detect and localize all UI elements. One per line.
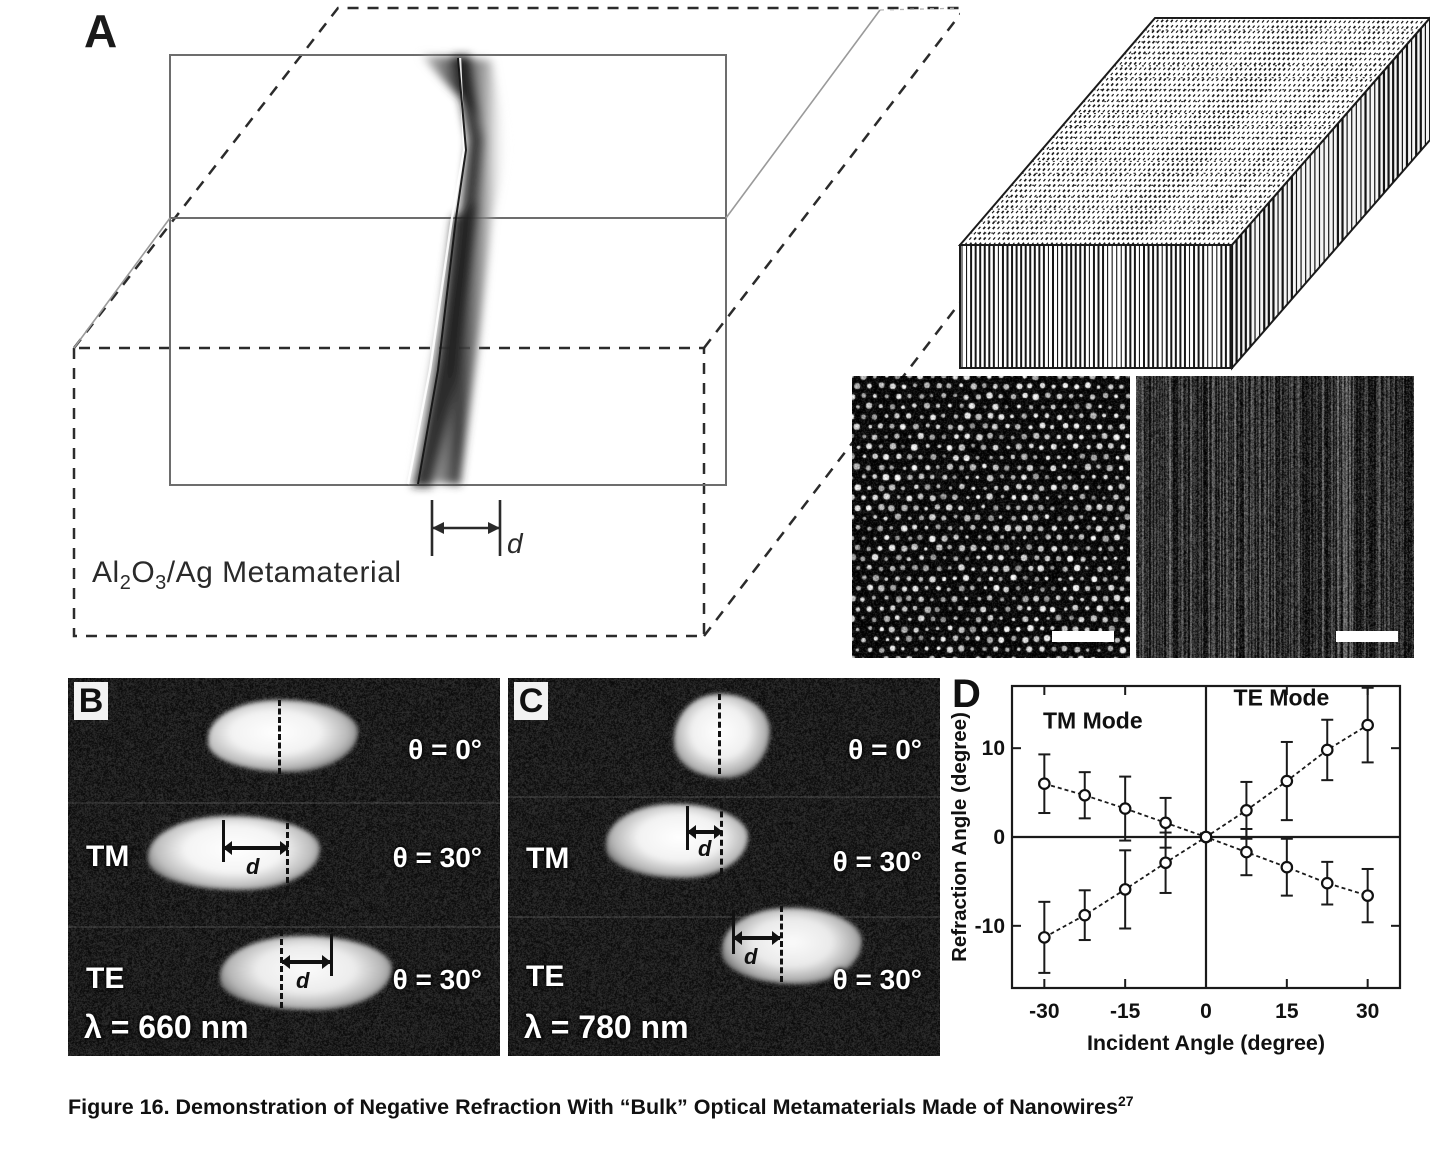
- angle-label: θ = 30°: [832, 964, 922, 995]
- mode-label: TM: [86, 840, 130, 873]
- displacement-line: [330, 934, 333, 976]
- caption-text: Figure 16. Demonstration of Negative Ref…: [68, 1095, 1118, 1120]
- beam-spot: [220, 936, 392, 1010]
- panel-d-letter: D: [952, 672, 981, 716]
- row-divider: [508, 796, 940, 798]
- angle-label: θ = 30°: [392, 842, 482, 873]
- displacement-arrow: [733, 931, 781, 945]
- panel-a-schematic: [72, 6, 960, 638]
- wavelength-label: λ = 780 nm: [524, 1009, 689, 1045]
- reference-line: [718, 694, 721, 774]
- panel-b: B θ = 0° d TM θ = 30° d TE θ = 30° λ = 6…: [68, 678, 500, 1056]
- svg-text:Refraction Angle (degree): Refraction Angle (degree): [948, 712, 971, 962]
- panel-a-letter: A: [84, 5, 118, 57]
- caption-reference: 27: [1117, 1093, 1134, 1109]
- row-divider: [68, 802, 500, 804]
- displacement-label: d: [744, 944, 758, 969]
- beam-spot: [148, 816, 320, 890]
- svg-text:-30: -30: [1029, 1000, 1059, 1023]
- displacement-label: d: [246, 854, 260, 879]
- panel-c-letter: C: [514, 682, 548, 720]
- figure-caption: Figure 16. Demonstration of Negative Ref…: [68, 1092, 1348, 1122]
- displacement-arrow: [281, 955, 331, 969]
- reference-line: [780, 906, 783, 982]
- reference-line: [280, 930, 283, 1008]
- row-divider: [68, 926, 500, 928]
- svg-text:0: 0: [993, 826, 1005, 849]
- angle-label: θ = 30°: [832, 846, 922, 877]
- angle-label: θ = 0°: [848, 734, 922, 765]
- svg-text:-10: -10: [975, 915, 1005, 938]
- wavelength-label: λ = 660 nm: [84, 1009, 249, 1045]
- mode-label: TE: [86, 962, 125, 995]
- reference-line: [278, 700, 281, 774]
- panel-b-letter: B: [74, 682, 108, 720]
- scale-bar: [1052, 631, 1114, 642]
- panel-a: A: [60, 0, 960, 665]
- svg-text:0: 0: [1200, 1000, 1212, 1023]
- beam-spot: [606, 804, 748, 878]
- mode-label: TM: [526, 842, 570, 875]
- svg-text:Incident Angle (degree): Incident Angle (degree): [1087, 1031, 1325, 1055]
- beam-spot: [208, 700, 358, 772]
- displacement-label: d: [698, 836, 712, 861]
- beam-spot: [722, 908, 862, 984]
- thickness-label-d: d: [507, 528, 523, 559]
- beam-spot: [674, 694, 770, 778]
- svg-text:-15: -15: [1110, 1000, 1141, 1023]
- svg-text:TE Mode: TE Mode: [1234, 685, 1330, 711]
- displacement-arrow: [223, 841, 289, 855]
- scale-bar: [1336, 631, 1398, 642]
- refraction-angle-chart: -30 -15 0 15 30 10 0 -10 TM Mode TE ModeIncident …: [948, 685, 1402, 1055]
- nanowire-array-block: [957, 16, 1430, 371]
- sem-cross-section: [1136, 376, 1414, 658]
- angle-label: θ = 0°: [408, 734, 482, 765]
- svg-text:30: 30: [1356, 1000, 1379, 1023]
- svg-text:15: 15: [1275, 1000, 1299, 1023]
- mode-label: TE: [526, 960, 565, 993]
- material-label: Al2O3/Ag Metamaterial: [92, 556, 402, 594]
- svg-text:10: 10: [982, 737, 1005, 760]
- panel-c: C θ = 0° d TM θ = 30° d TE θ = 30° λ = 7…: [508, 678, 940, 1056]
- row-divider: [508, 916, 940, 918]
- angle-label: θ = 30°: [392, 964, 482, 995]
- svg-text:TM Mode: TM Mode: [1043, 708, 1143, 734]
- displacement-arrow: [687, 825, 723, 839]
- displacement-label: d: [296, 968, 310, 993]
- sem-top-view: [852, 376, 1130, 658]
